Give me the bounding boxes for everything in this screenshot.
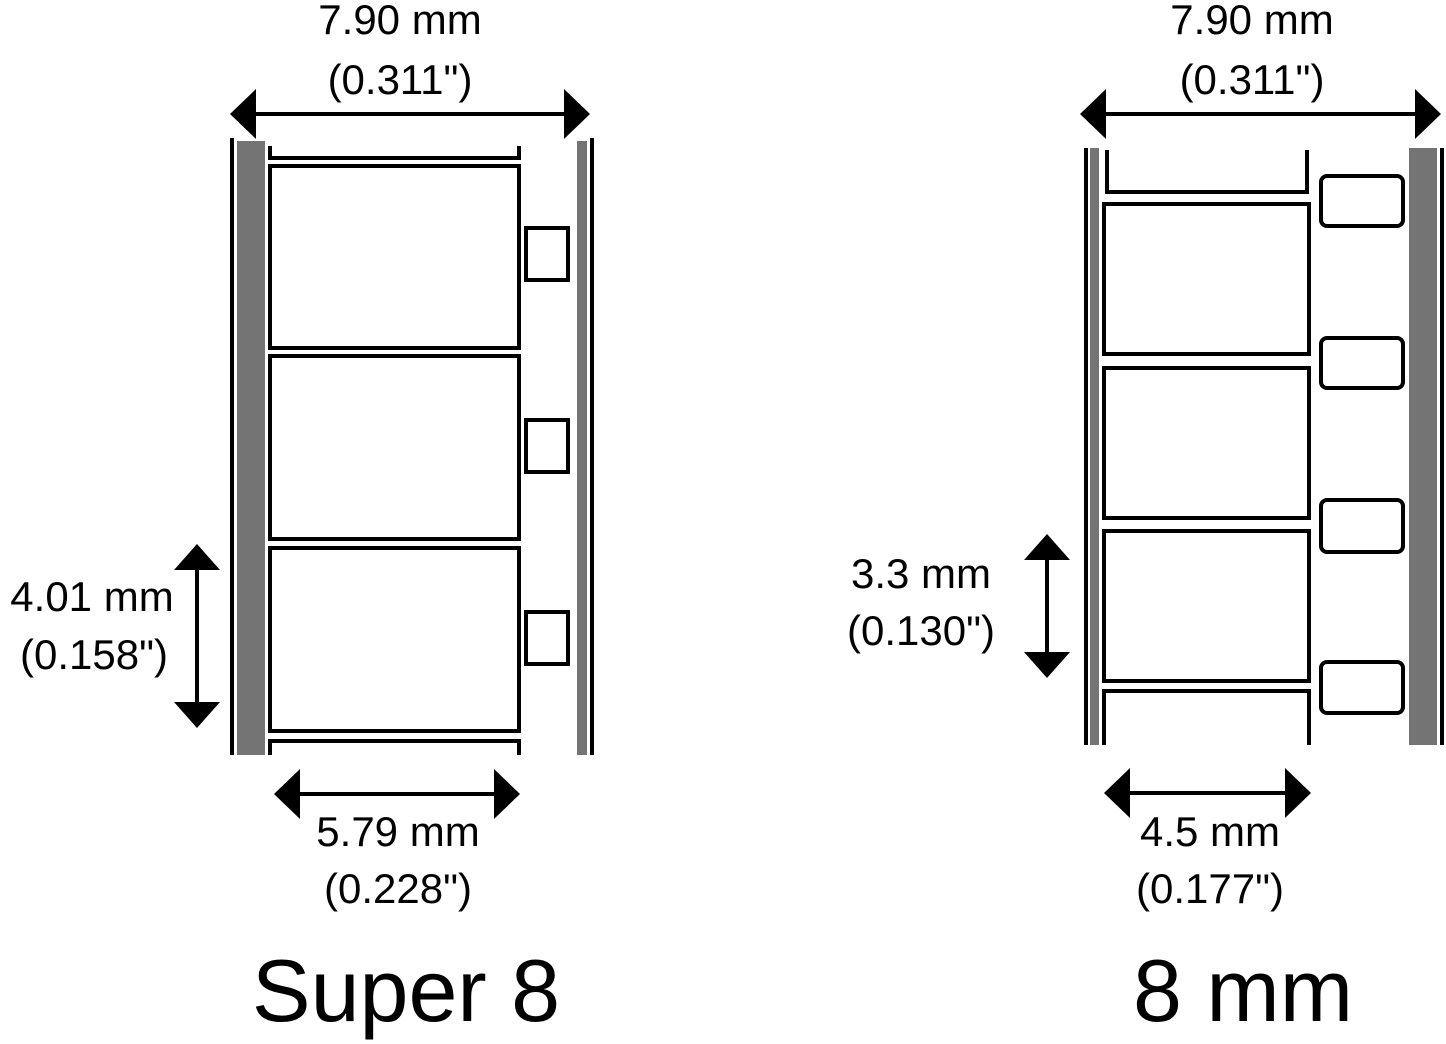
super8-strip bbox=[230, 138, 594, 755]
regular8-frame-width-mm: 4.5 mm bbox=[1140, 808, 1280, 855]
regular8-frame-height-in: (0.130") bbox=[847, 607, 995, 654]
film-edge-band bbox=[237, 141, 265, 755]
regular8-title: 8 mm bbox=[1133, 941, 1353, 1040]
regular8-height-arrow bbox=[1024, 534, 1070, 678]
film-frame bbox=[268, 546, 521, 733]
regular8-width-in: (0.311") bbox=[1180, 56, 1325, 103]
regular8-frame-height-mm: 3.3 mm bbox=[851, 550, 991, 597]
super8-width-mm: 7.90 mm bbox=[318, 0, 481, 43]
super8-frame-height-in: (0.158") bbox=[20, 631, 168, 678]
partial-frame-top bbox=[268, 146, 521, 160]
perforation bbox=[524, 226, 570, 282]
super8-width-in: (0.311") bbox=[328, 56, 473, 103]
partial-frame-bottom bbox=[268, 739, 521, 755]
film-edge-band bbox=[577, 141, 587, 755]
film-frame bbox=[1102, 202, 1311, 356]
super8-frame-width-mm: 5.79 mm bbox=[316, 808, 479, 855]
regular8-strip bbox=[1084, 148, 1444, 745]
perforation bbox=[1319, 336, 1405, 390]
partial-frame-top bbox=[1105, 150, 1309, 194]
super8-frame-width-in: (0.228") bbox=[324, 865, 472, 912]
regular8-frame-width-arrow bbox=[1104, 768, 1311, 818]
film-edge-band bbox=[1090, 148, 1099, 745]
super8-frame-height-mm: 4.01 mm bbox=[10, 573, 173, 620]
film-frame bbox=[1102, 366, 1311, 520]
super8-height-arrow bbox=[174, 544, 220, 728]
partial-frame-bottom bbox=[1102, 689, 1311, 745]
regular8-width-mm: 7.90 mm bbox=[1170, 0, 1333, 43]
perforation bbox=[1319, 174, 1405, 228]
film-frame bbox=[1102, 529, 1311, 683]
perforation bbox=[1319, 498, 1405, 554]
super8-frame-width-arrow bbox=[274, 769, 520, 819]
regular8-frame-width-in: (0.177") bbox=[1136, 865, 1284, 912]
film-frame bbox=[268, 164, 521, 350]
perforation bbox=[1319, 660, 1405, 715]
super8-width-arrow bbox=[230, 89, 590, 139]
regular8-width-arrow bbox=[1080, 89, 1441, 139]
film-frame bbox=[268, 354, 521, 541]
perforation bbox=[524, 610, 570, 666]
film-edge-band bbox=[1409, 148, 1437, 745]
perforation bbox=[524, 418, 570, 474]
super8-title: Super 8 bbox=[252, 941, 560, 1040]
